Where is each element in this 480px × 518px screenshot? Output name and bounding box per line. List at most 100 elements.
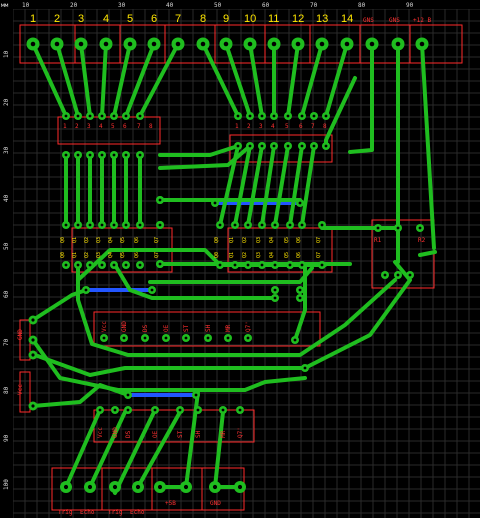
connector-top-label: 8 — [200, 13, 206, 25]
pad-hole — [143, 336, 147, 340]
ic1-top-pin-number: 1 — [63, 123, 67, 130]
pad-hole — [395, 41, 401, 47]
ic2-pin-name: Q2 — [242, 237, 248, 243]
top-traces — [31, 42, 437, 495]
ic1-pin-name: Q0 — [60, 237, 66, 243]
pad-hole — [419, 41, 425, 47]
ic2-pin-name-bottom: Q6 — [296, 252, 302, 258]
ic2-top-pin-number: 3 — [259, 123, 263, 130]
connector-top-label: 4 — [103, 13, 109, 25]
pad-hole — [221, 408, 225, 412]
connector-top-label: 7 — [175, 13, 181, 25]
pad-hole — [418, 226, 422, 230]
pad-hole — [298, 296, 302, 300]
pad-hole — [124, 114, 128, 118]
pad-hole — [64, 223, 68, 227]
pad-hole — [31, 338, 35, 342]
pad-hole — [175, 41, 181, 47]
pad-hole — [200, 41, 206, 47]
pad-hole — [212, 484, 218, 490]
pad-hole — [194, 393, 198, 397]
ic2-pin-name-bottom: Q4 — [269, 252, 275, 258]
bottom-connector-label: GND — [210, 500, 221, 507]
left-ruler-tick: 50 — [3, 242, 10, 250]
pad-hole — [218, 263, 222, 267]
ic1-top-outline — [57, 116, 161, 145]
pad-hole — [31, 404, 35, 408]
pad-hole — [88, 114, 92, 118]
top-ruler-tick: 30 — [118, 2, 126, 9]
ic2-pin-name-bottom: Q7 — [316, 252, 322, 258]
ic2-top-pin-number: 1 — [235, 123, 239, 130]
pad-hole — [312, 144, 316, 148]
pad-hole — [237, 484, 243, 490]
pads — [26, 37, 429, 493]
pad-hole — [150, 288, 154, 292]
pad-hole — [273, 288, 277, 292]
ic1-pin-name-bottom: Q7 — [154, 252, 160, 258]
ic2-pin-name: Q4 — [269, 237, 275, 243]
ic1-pin-name: Q1 — [72, 237, 78, 243]
pad-hole — [84, 288, 88, 292]
pad-hole — [344, 41, 350, 47]
ic1-pin-name-bottom: Q3 — [96, 252, 102, 258]
pad-hole — [78, 41, 84, 47]
pad-hole — [76, 153, 80, 157]
connector-top-label: 5 — [127, 13, 133, 25]
left-header2-outline — [19, 371, 31, 413]
pad-hole — [246, 336, 250, 340]
connector-top-label: GNS — [389, 17, 400, 24]
ic2-pin-name-bottom: Q3 — [256, 252, 262, 258]
ruler-units: мм — [1, 2, 9, 9]
top-ruler-tick: 60 — [262, 2, 270, 9]
bottom-connector-label: Echo — [80, 509, 95, 516]
lower-header-pin-label: GND — [112, 427, 119, 438]
pad-hole — [100, 114, 104, 118]
pad-hole — [408, 273, 412, 277]
pad-hole — [300, 144, 304, 148]
top-ruler-tick: 50 — [214, 2, 222, 9]
pad-hole — [324, 144, 328, 148]
bottom-traces — [84, 201, 302, 397]
pad-hole — [295, 41, 301, 47]
bottom-connector-label: Trig — [108, 509, 123, 516]
left-ruler-tick: 40 — [3, 194, 10, 202]
pad-hole — [76, 223, 80, 227]
pad-hole — [88, 263, 92, 267]
connector-top-label: 6 — [151, 13, 157, 25]
top-ruler-tick: 20 — [70, 2, 78, 9]
pad-hole — [100, 263, 104, 267]
ic2-top-pin-number: 8 — [323, 123, 327, 130]
top-connector-outline — [19, 24, 463, 64]
pad-hole — [178, 408, 182, 412]
pad-hole — [320, 263, 324, 267]
connector-top-label: +12 В — [413, 17, 431, 24]
header-pin-label: DS — [142, 324, 149, 332]
connector-top-label: GNS — [363, 17, 374, 24]
pad-hole — [88, 223, 92, 227]
pad-hole — [213, 201, 217, 205]
left-ruler-tick: 90 — [3, 434, 10, 442]
connector-top-label: 11 — [268, 13, 279, 25]
pad-hole — [196, 408, 200, 412]
pad-hole — [87, 484, 93, 490]
pad-hole — [288, 223, 292, 227]
pad-hole — [206, 336, 210, 340]
pad-hole — [396, 273, 400, 277]
connector-top-label: 14 — [341, 13, 353, 25]
ic1-top-pin-number: 3 — [87, 123, 91, 130]
connector-top-label: 9 — [223, 13, 229, 25]
pad-hole — [383, 273, 387, 277]
pad-hole — [273, 296, 277, 300]
pad-hole — [158, 223, 162, 227]
pad-hole — [112, 114, 116, 118]
pad-hole — [260, 223, 264, 227]
lower-header-pin-label: OE — [152, 430, 159, 438]
pad-hole — [300, 223, 304, 227]
pad-hole — [293, 338, 297, 342]
top-ruler-tick: 40 — [166, 2, 174, 9]
top-ruler — [0, 0, 480, 9]
connector-top-label: 10 — [244, 13, 256, 25]
top-ruler-tick: 10 — [22, 2, 30, 9]
pad-hole — [320, 223, 324, 227]
